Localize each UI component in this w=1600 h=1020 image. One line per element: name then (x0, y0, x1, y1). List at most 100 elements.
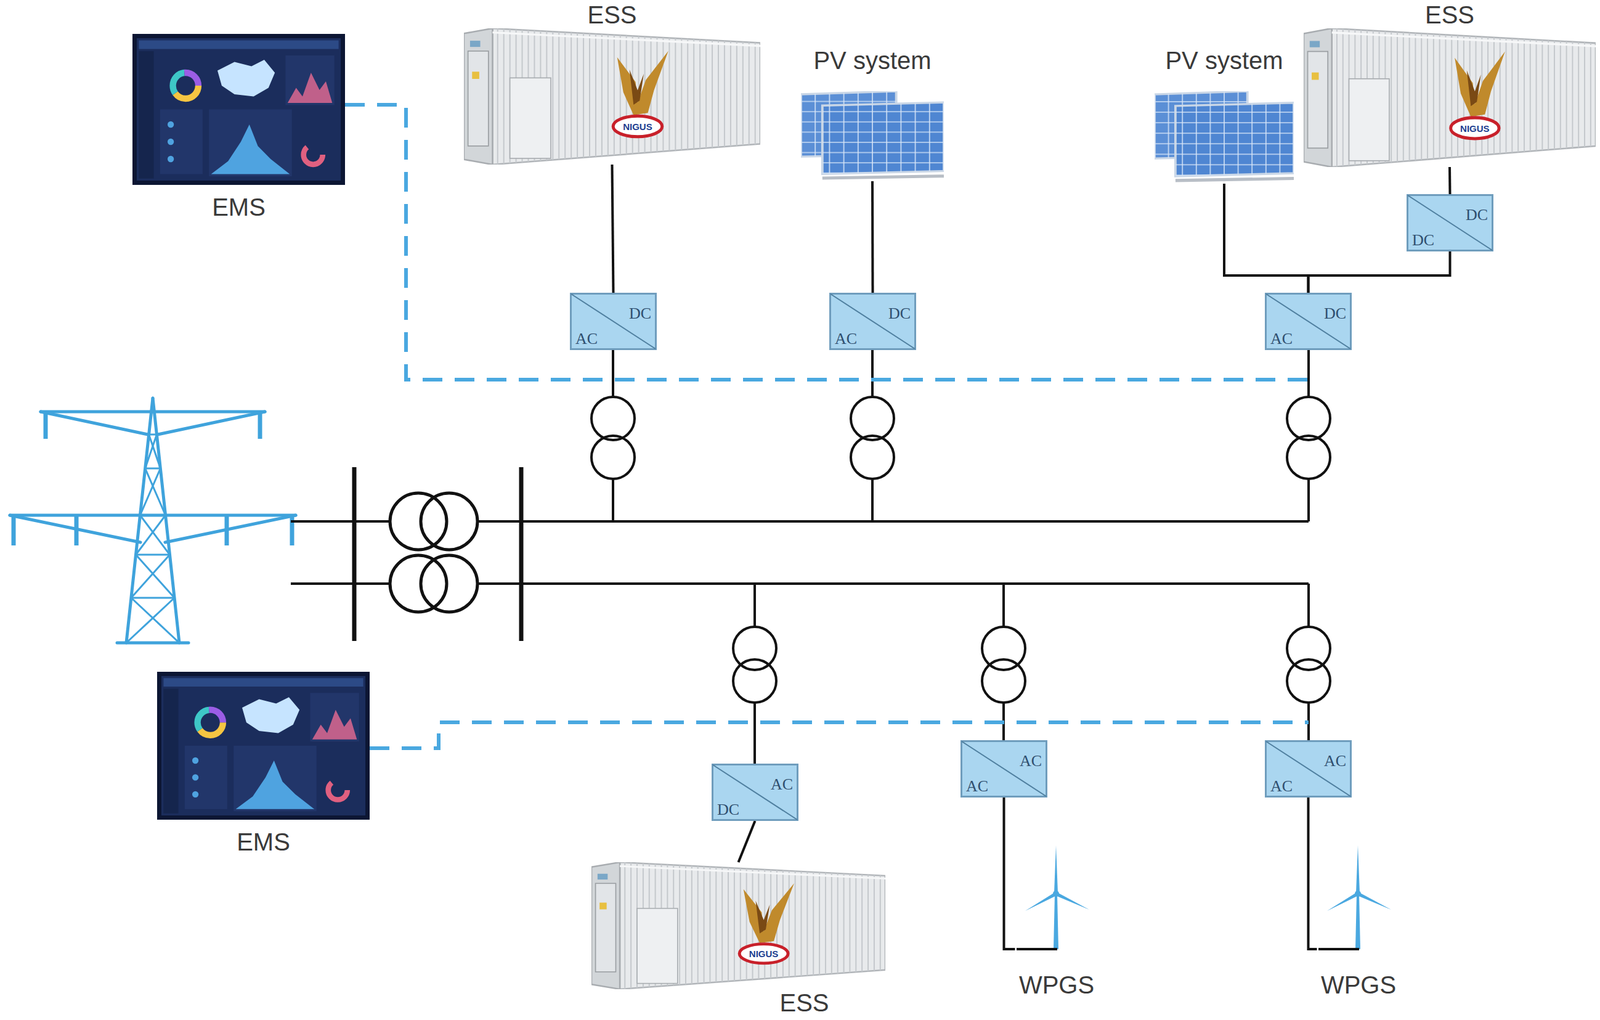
container-icon-part (1450, 117, 1499, 139)
storage-container: ESS (1303, 1, 1596, 167)
converter-type: AC (1019, 752, 1042, 769)
bus-wiring-part (1287, 659, 1331, 703)
power-wire (1308, 251, 1451, 293)
pylon-part (149, 433, 158, 436)
container-icon-part (591, 861, 620, 989)
power-wire (1004, 797, 1016, 949)
pylon-part (139, 514, 166, 517)
container-icon-part (1331, 28, 1596, 167)
pylon-part (135, 515, 166, 555)
power-wire (1448, 166, 1452, 195)
ems-screen-icon-part (184, 745, 228, 809)
pylon-part (165, 515, 296, 543)
pylon-part (131, 596, 175, 599)
ems-screen-icon-part (285, 55, 334, 106)
storage-container-picture (1303, 28, 1596, 167)
ems-screen-icon-part (197, 709, 224, 736)
bus-wiring-part (420, 555, 478, 612)
pv-system: PV system (800, 46, 944, 182)
container-icon-part (510, 77, 551, 159)
container-icon-part (471, 71, 480, 79)
converter-symbol-part (1407, 195, 1493, 251)
bus-wiring-part (290, 582, 390, 585)
bus-wiring (290, 349, 1331, 764)
ems-screen-icon-part (132, 33, 346, 185)
ems-screen-icon-part (136, 38, 341, 181)
container-icon-part (1303, 28, 1332, 167)
ems-screen-icon-part (312, 709, 357, 740)
bus-wiring-part (519, 467, 524, 641)
converter-box: DCAC (1264, 292, 1352, 350)
pv-panel-icon-part (822, 102, 944, 174)
converter-symbol-part (571, 293, 657, 350)
converter-symbol-part (1266, 293, 1351, 349)
bus-wiring-part (389, 555, 447, 612)
bus-wiring-part (389, 492, 447, 550)
bus-wiring-part (477, 519, 1309, 523)
bus-wiring-part (871, 349, 874, 397)
bus-wiring-part (1287, 626, 1331, 670)
container-icon-part (1349, 78, 1390, 161)
ems-screen-icon-part (242, 696, 300, 733)
component-label: ESS (1425, 1, 1475, 29)
pv-panel-icon-part (822, 102, 944, 174)
pylon-part (145, 467, 161, 470)
converter-type: AC (770, 776, 793, 793)
converter-symbol-part (712, 764, 798, 821)
container-icon-part (629, 69, 644, 105)
ems-screen-icon (132, 33, 346, 185)
container-icon-part (1331, 28, 1596, 167)
bus-wiring-part (850, 396, 894, 440)
bus-wiring-part (982, 659, 1026, 703)
ems-screen-icon-part (235, 760, 315, 809)
wind-turbine-picture (1318, 844, 1399, 955)
converter-symbol-part (961, 741, 1047, 796)
bus-wiring-part (591, 435, 635, 479)
bus-wiring-part (733, 659, 777, 703)
wind-turbine-icon (1016, 844, 1097, 955)
ems-screen-icon-part (233, 745, 317, 811)
container-icon-part (597, 873, 608, 880)
wind-turbine: WPGS (1317, 844, 1401, 999)
container-icon-part (755, 900, 770, 933)
bus-wiring-part (1307, 349, 1310, 397)
bus-wiring-part (982, 626, 1026, 670)
ems-screen-icon-part (287, 72, 333, 103)
bus-wiring-part (1002, 583, 1005, 627)
pylon-part (135, 553, 170, 556)
component-label: ESS (779, 988, 829, 1016)
container-icon-part (470, 40, 481, 47)
bus-wiring-part (611, 349, 615, 397)
pylon-part (145, 468, 166, 516)
ems-screen-icon-part (197, 709, 224, 736)
pv-system-picture (800, 91, 944, 182)
wind-turbine-icon-part (1357, 892, 1392, 910)
pylon-part (131, 597, 180, 643)
insulators-part (43, 412, 49, 439)
ems-screen-icon-part (163, 677, 363, 687)
ems-screen-icon-part (167, 138, 174, 146)
converter-symbol-part (1266, 741, 1351, 796)
bus-wiring-part (1307, 583, 1310, 627)
communication-link-part (369, 722, 1309, 748)
converter-symbol-part (961, 741, 1047, 797)
converter-type: AC (834, 330, 857, 347)
converter-box: DCAC (829, 292, 917, 350)
container-icon-part (1454, 51, 1506, 118)
converter-box: ACAC (960, 739, 1048, 798)
component-label: WPGS (1019, 970, 1095, 999)
wind-turbine-icon-part (1052, 890, 1060, 897)
converter-type: DC (1465, 207, 1488, 224)
ems-screen-icon-part (138, 51, 154, 179)
bus-wiring-part (1307, 478, 1310, 522)
converter-symbol-part (1266, 293, 1352, 350)
component-label: WPGS (1320, 970, 1397, 999)
wind-turbine-icon (1318, 844, 1399, 955)
component-label: PV system (813, 46, 931, 74)
pylon-part (139, 468, 161, 516)
container-icon-part (1331, 32, 1596, 47)
power-wire (612, 164, 614, 293)
pv-panel-icon-part (1175, 102, 1294, 177)
ems-screen-icon-part (211, 124, 291, 175)
